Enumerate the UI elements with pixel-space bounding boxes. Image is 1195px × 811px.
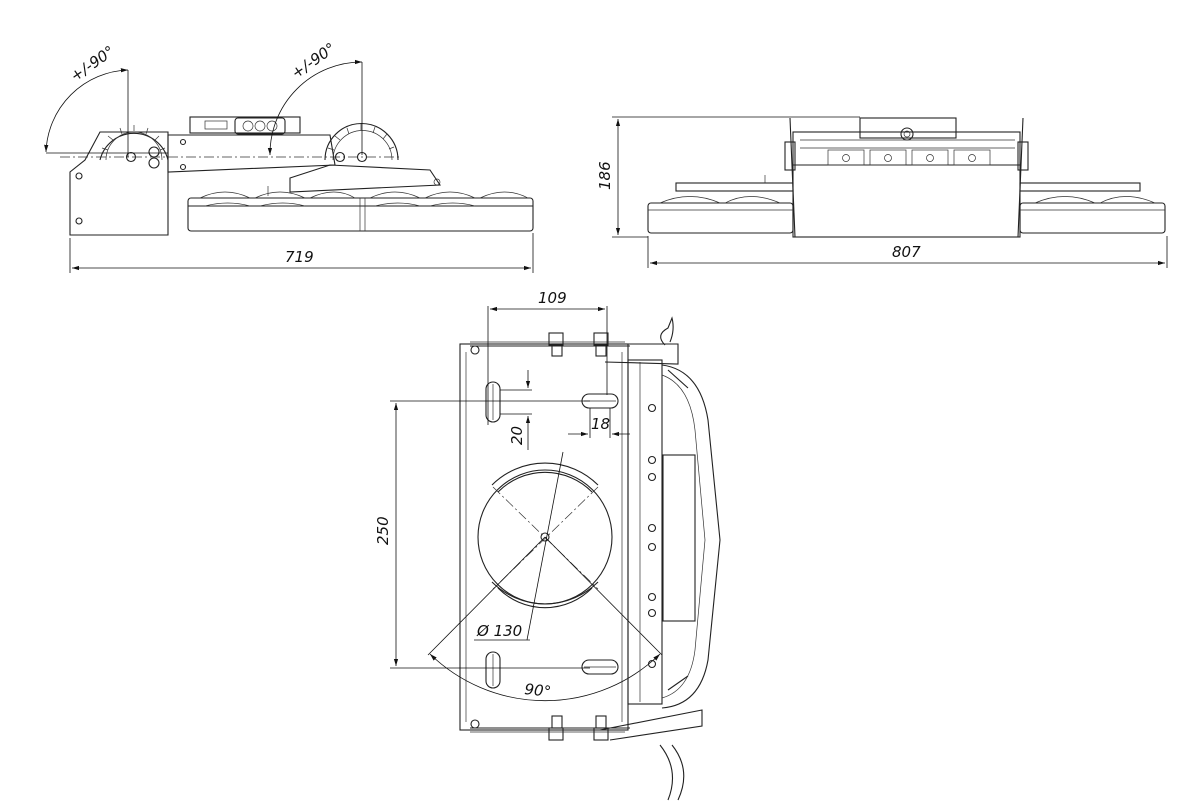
mount-height-label: 250 (374, 516, 392, 545)
mount-width-label: 109 (538, 289, 567, 307)
front-view: 186 807 (596, 116, 1168, 268)
side-view: +/-90° +/-90° 719 (44, 39, 534, 273)
rotation-angle-label: 90° (524, 680, 552, 701)
circle-diameter-label: Ø 130 (476, 622, 522, 640)
slot-offset-label: 18 (591, 415, 610, 433)
slot-width-label: 20 (508, 426, 526, 445)
front-height-label: 186 (596, 161, 614, 190)
mount-view: 90° Ø 130 109 20 (374, 289, 721, 801)
side-width-label: 719 (285, 248, 314, 266)
front-width-label: 807 (892, 243, 921, 261)
